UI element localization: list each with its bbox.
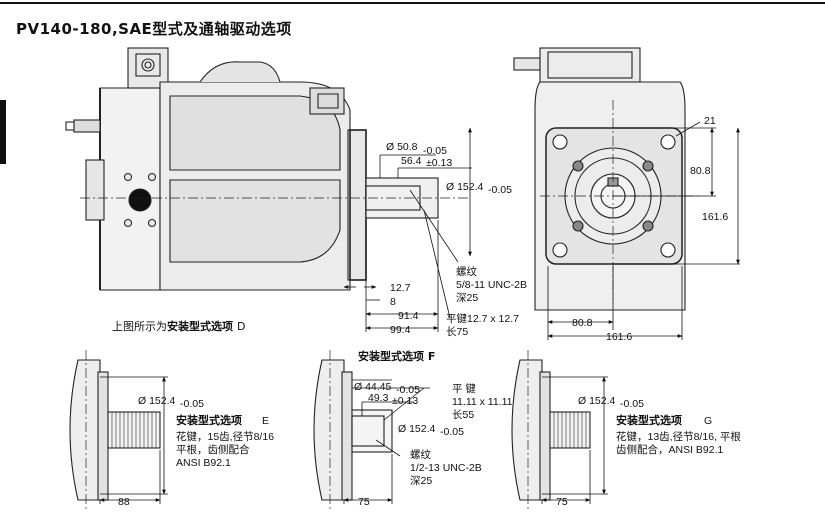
- option-f-dimensions: [343, 379, 430, 504]
- e-code: E: [262, 415, 269, 427]
- f-key-label: 平 键: [452, 382, 476, 395]
- dim-d152-tol: -0.05: [488, 184, 512, 196]
- side-view-dimensions: [343, 127, 472, 332]
- thread-spec: 5/8-11 UNC-2B: [456, 279, 527, 291]
- thread-label: 螺纹: [456, 265, 477, 278]
- dim-d50-tol: -0.05: [423, 145, 447, 157]
- f-thread-depth: 深25: [410, 475, 432, 487]
- f-key-length: 长55: [452, 409, 474, 421]
- f-thread-spec: 1/2-13 UNC-2B: [410, 462, 482, 474]
- pump-side-view: [65, 47, 470, 291]
- top-rule: [0, 2, 825, 4]
- e-spec-line1: 花键，15齿,径节8/16: [176, 430, 274, 443]
- f-dim-d152: Ø 152.4: [398, 423, 436, 435]
- e-spec-line2: 平根，齿侧配合: [176, 443, 250, 456]
- dim-80-8-vertical: 80.8: [690, 165, 711, 177]
- f-dim-d49-tol: ±0.13: [392, 395, 418, 407]
- side-margin-mark: [0, 100, 6, 164]
- dim-21: 21: [704, 115, 716, 127]
- dim-161-6-horizontal: 161.6: [606, 331, 632, 343]
- e-dim-d152-tol: -0.05: [180, 398, 204, 410]
- g-dim-75: 75: [556, 496, 568, 508]
- option-g-dimensions: [541, 376, 608, 504]
- end-view-dimensions: [547, 121, 740, 340]
- e-dim-88: 88: [118, 496, 130, 508]
- f-key-size: 11.11 x 11.11: [452, 396, 513, 408]
- thread-depth: 深25: [456, 292, 478, 304]
- f-thread-label: 螺纹: [410, 448, 431, 461]
- pump-end-view: [513, 47, 700, 311]
- caption-prefix: 上图所示为: [112, 320, 167, 333]
- g-title: 安装型式选项: [616, 413, 682, 427]
- option-e-view: [69, 350, 161, 510]
- f-heading: 安装型式选项 F: [358, 349, 435, 363]
- option-g-view: [511, 350, 591, 510]
- dim-8: 8: [390, 296, 396, 308]
- dim-91-4: 91.4: [398, 310, 419, 322]
- e-title: 安装型式选项: [176, 413, 242, 427]
- g-spec-line1: 花键，13齿,径节8/16, 平根: [616, 430, 741, 443]
- dim-d50: Ø 50.8: [386, 141, 418, 153]
- f-dim-d44: Ø 44.45: [354, 381, 392, 393]
- f-dim-75: 75: [358, 496, 370, 508]
- option-f-view: [313, 350, 393, 510]
- option-e-dimensions: [99, 376, 168, 504]
- dim-80-8-horizontal: 80.8: [572, 317, 593, 329]
- e-spec-line3: ANSI B92.1: [176, 457, 231, 469]
- g-dim-d152-tol: -0.05: [620, 398, 644, 410]
- dim-99-4: 99.4: [390, 324, 411, 336]
- dim-12-7: 12.7: [390, 282, 411, 294]
- g-code: G: [704, 415, 712, 427]
- g-spec-line2: 齿侧配合，ANSI B92.1: [616, 443, 724, 456]
- page-title: PV140-180,SAE型式及通轴驱动选项: [16, 20, 292, 38]
- f-dim-d44-tol: -0.05: [396, 384, 420, 396]
- e-dim-d152: Ø 152.4: [138, 395, 176, 407]
- key-length: 长75: [446, 326, 468, 338]
- caption-bold: 安装型式选项: [167, 319, 233, 333]
- dim-d152: Ø 152.4: [446, 181, 484, 193]
- f-dim-d49: 49.3: [368, 392, 389, 404]
- key-label: 平键12.7 x 12.7: [446, 312, 519, 325]
- caption-top: 上图所示为安装型式选项 D: [112, 319, 245, 333]
- dim-d56: 56.4: [401, 155, 422, 167]
- f-dim-d152-tol: -0.05: [440, 426, 464, 438]
- caption-code: D: [237, 320, 245, 333]
- g-dim-d152: Ø 152.4: [578, 395, 616, 407]
- dim-d56-tol: ±0.13: [426, 157, 452, 169]
- dim-161-6-vertical: 161.6: [702, 211, 728, 223]
